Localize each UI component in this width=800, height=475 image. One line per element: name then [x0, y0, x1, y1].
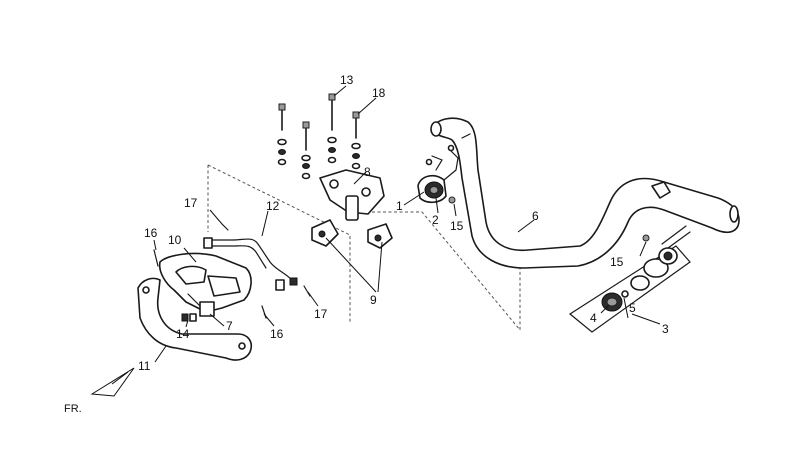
callout-labels: 1 2 3 4 5 6 7 8 9 10 11 12 13 14 15 15 1… — [64, 73, 669, 415]
bolt-column-1 — [277, 103, 287, 166]
throttle-assembly — [568, 225, 691, 333]
callout-12: 12 — [266, 199, 280, 213]
callout-16a: 16 — [144, 226, 158, 240]
callout-13: 13 — [340, 73, 354, 87]
handlebar-tube — [430, 117, 740, 269]
callout-14: 14 — [176, 327, 190, 341]
callout-15b: 15 — [610, 255, 624, 269]
callout-11: 11 — [138, 359, 151, 373]
callout-9: 9 — [370, 293, 377, 307]
callout-5: 5 — [629, 301, 636, 315]
callout-3: 3 — [662, 322, 669, 336]
bolt-column-2 — [301, 121, 311, 180]
callout-17b: 17 — [314, 307, 328, 321]
front-direction-label: FR. — [64, 403, 82, 415]
callout-10: 10 — [168, 233, 182, 247]
callout-2: 2 — [432, 213, 439, 227]
wiring-harness — [203, 237, 298, 291]
callout-16b: 16 — [270, 327, 284, 341]
bolt-column-4 — [351, 111, 361, 170]
frame-plate — [137, 277, 253, 361]
callout-6: 6 — [532, 209, 539, 223]
front-direction-arrow — [90, 367, 135, 397]
small-fasteners — [153, 223, 311, 322]
callout-7: 7 — [226, 319, 233, 333]
callout-4: 4 — [590, 311, 597, 325]
switch-housing — [417, 144, 459, 204]
callout-15a: 15 — [450, 219, 464, 233]
mounting-bracket — [158, 252, 252, 317]
upper-clamp-and-holders — [311, 169, 393, 249]
bolt-and-washer-stack — [277, 93, 361, 180]
callout-17a: 17 — [184, 196, 198, 210]
callout-18: 18 — [372, 86, 386, 100]
bolt-column-3 — [327, 93, 337, 164]
callout-8: 8 — [364, 165, 371, 179]
alignment-dashed-lines — [207, 164, 521, 332]
callout-leader-lines — [153, 85, 661, 363]
callout-1: 1 — [396, 199, 403, 213]
